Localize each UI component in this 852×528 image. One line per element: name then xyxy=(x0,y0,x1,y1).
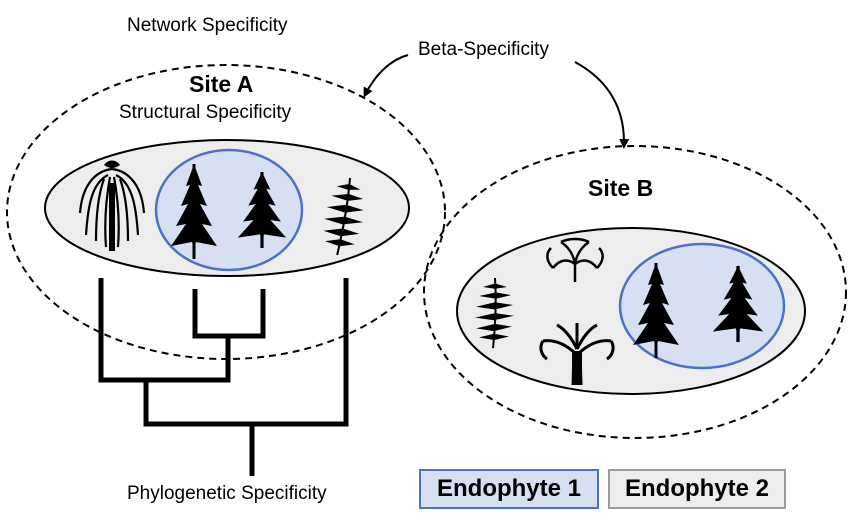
site-b-boundary xyxy=(423,145,847,439)
site-b-endophyte-1-range xyxy=(618,242,786,370)
legend-endophyte-1: Endophyte 1 xyxy=(419,469,599,509)
network-specificity-label: Network Specificity xyxy=(127,15,288,36)
oak-tree-icon xyxy=(539,323,615,386)
weeping-willow-icon xyxy=(78,160,146,251)
beta-arrow-to-site-a xyxy=(363,54,409,98)
structural-specificity-label: Structural Specificity xyxy=(119,102,292,123)
beta-specificity-label: Beta-Specificity xyxy=(418,39,549,60)
site-b-title: Site B xyxy=(588,175,654,201)
bonsai-icon xyxy=(546,237,604,282)
beta-arrow-to-site-b xyxy=(574,61,630,149)
site-a-title: Site A xyxy=(189,71,254,97)
phylogenetic-specificity-label: Phylogenetic Specificity xyxy=(127,483,327,504)
site-a-endophyte-1-range xyxy=(154,148,304,272)
legend-endophyte-2: Endophyte 2 xyxy=(608,469,786,509)
phylogenetic-tree xyxy=(98,278,349,476)
